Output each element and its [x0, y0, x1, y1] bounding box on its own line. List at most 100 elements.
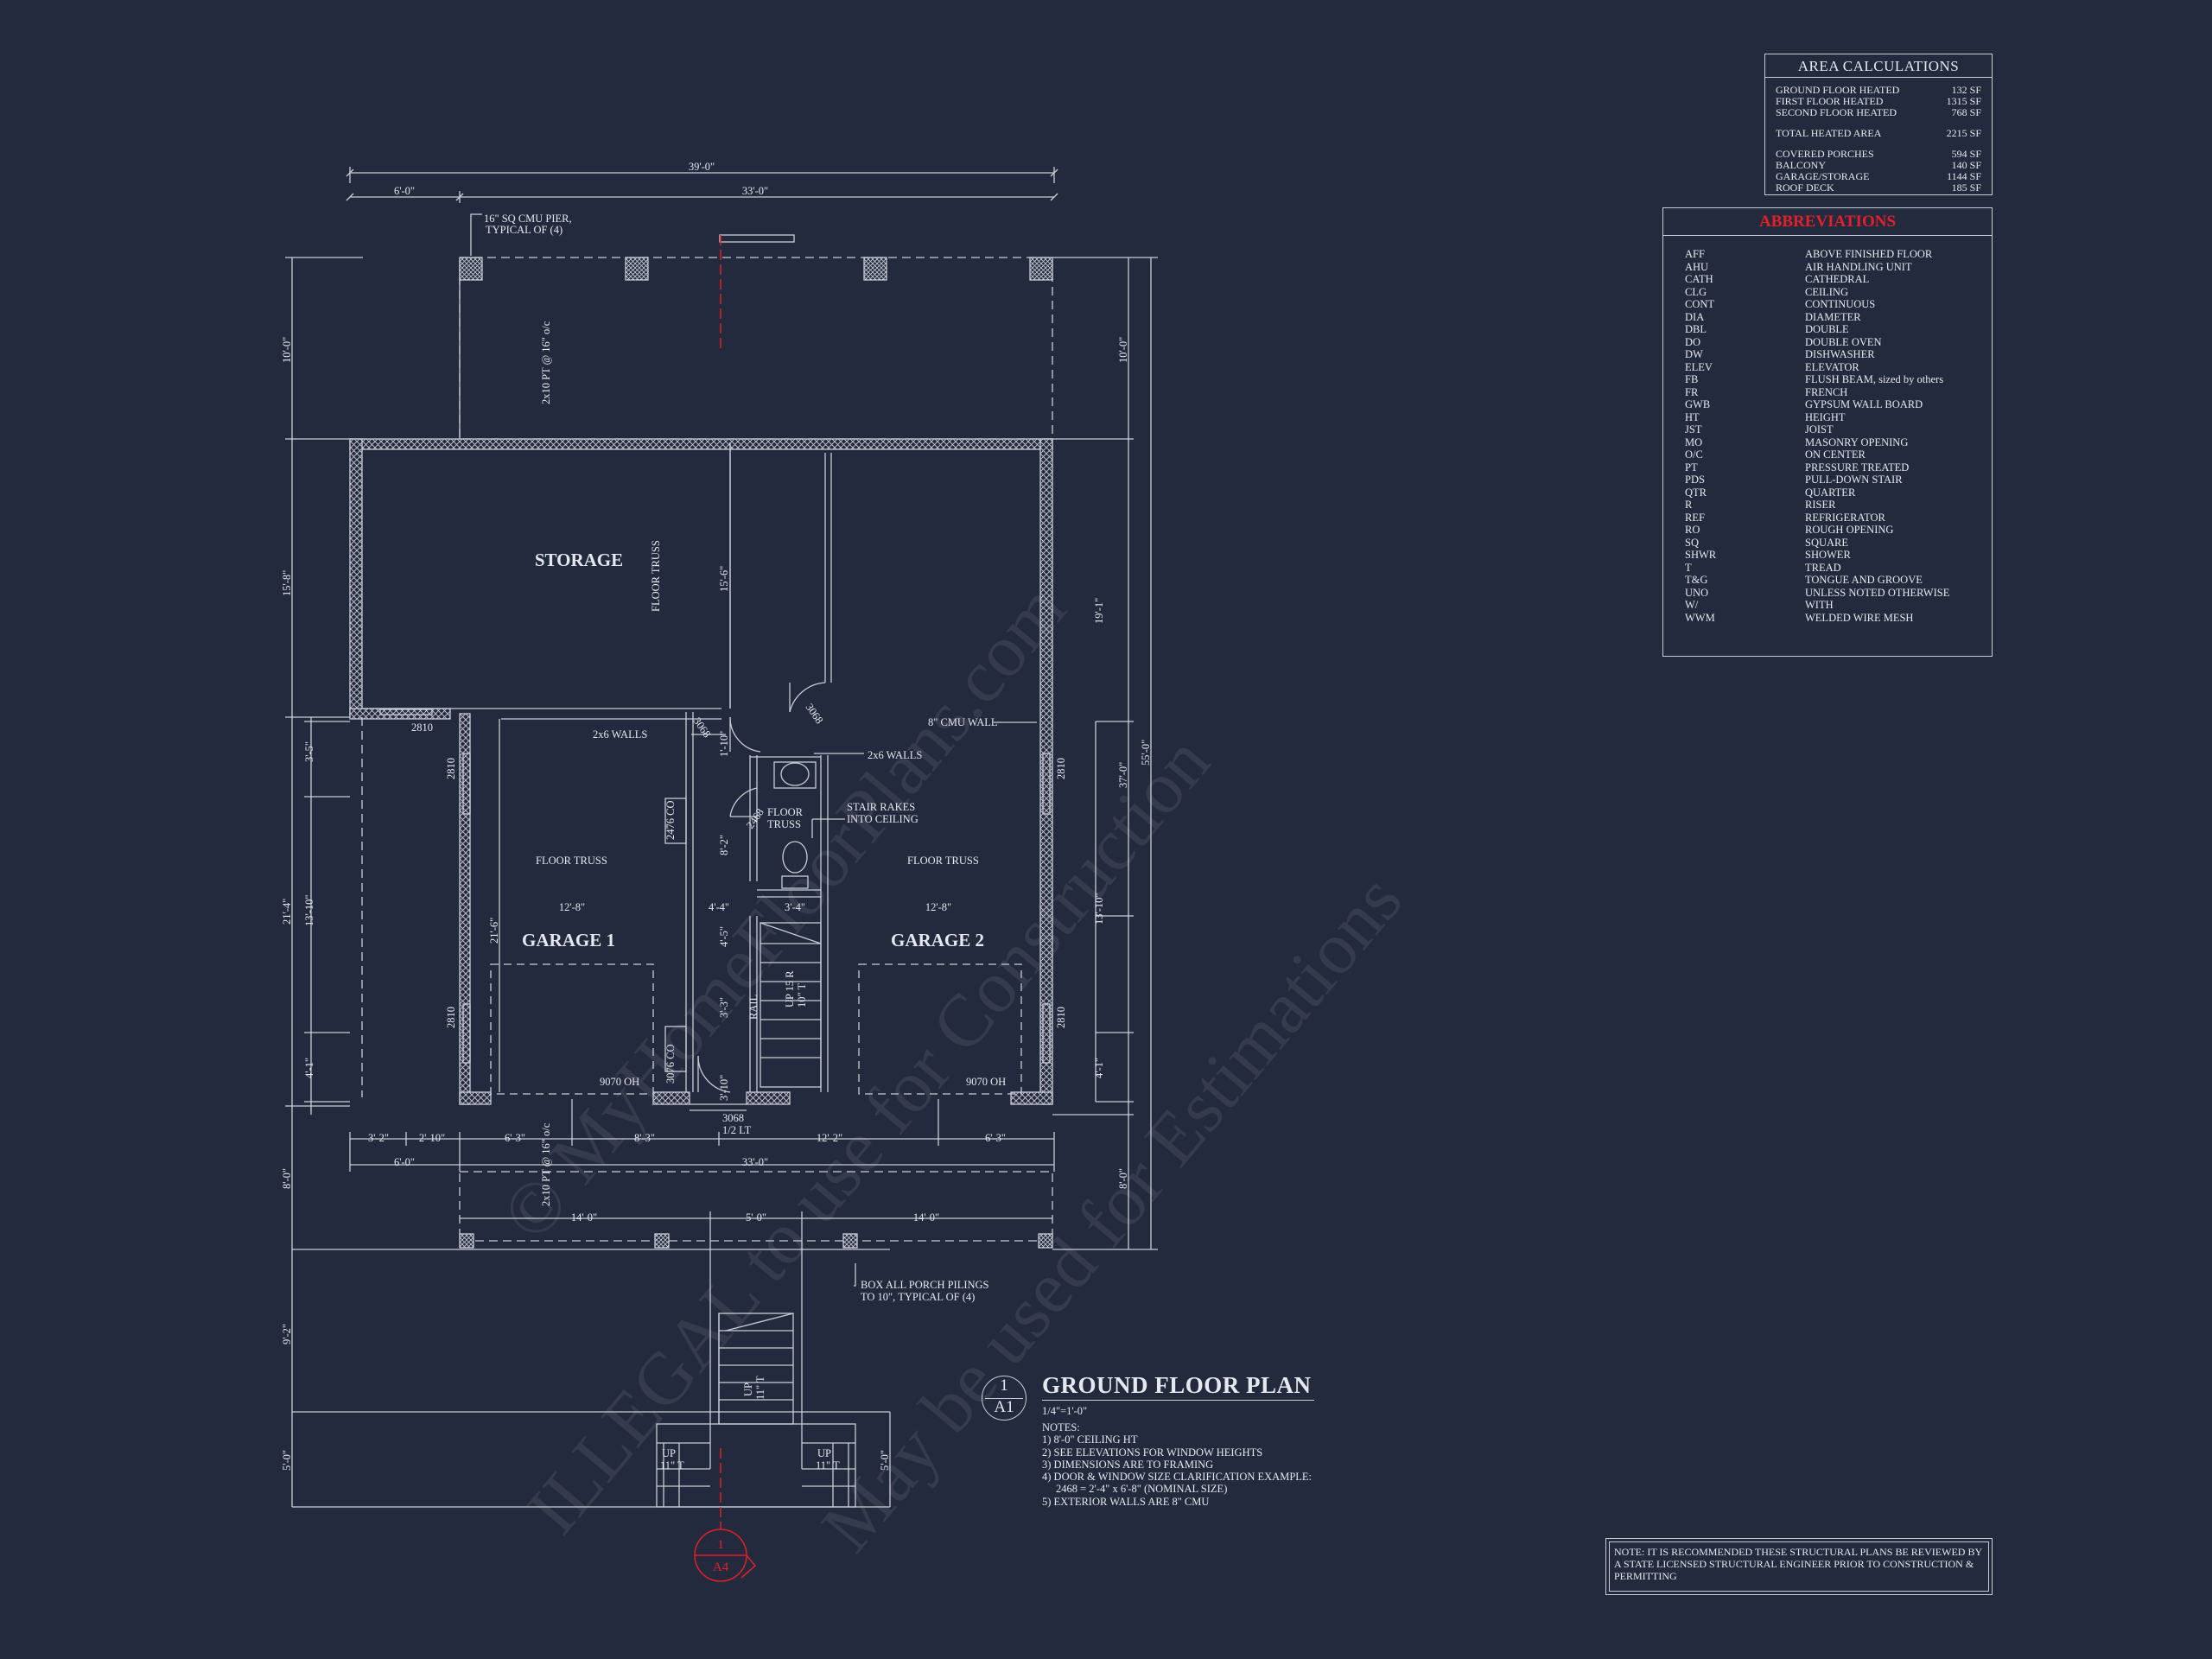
landing-up-right: UP — [817, 1447, 831, 1459]
stair-rakes-line2: INTO CEILING — [847, 813, 918, 825]
area-value: 1144 SF — [1947, 170, 1981, 182]
abbreviation-code: DO — [1685, 335, 1701, 348]
area-label: FIRST FLOOR HEATED — [1776, 95, 1884, 107]
dim-bath-1: 1'-10" — [718, 731, 730, 757]
abbreviation-code: WWM — [1685, 611, 1715, 624]
abbreviation-meaning: UNLESS NOTED OTHERWISE — [1805, 586, 1950, 599]
joist-label-bottom: 2x10 PT @ 16" o/c — [540, 1122, 552, 1206]
joist-label-top: 2x10 PT @ 16" o/c — [540, 321, 552, 404]
area-value: 1315 SF — [1946, 95, 1981, 107]
abbreviation-meaning: ABOVE FINISHED FLOOR — [1805, 248, 1933, 260]
area-label: GARAGE/STORAGE — [1776, 170, 1870, 182]
abbreviation-meaning: PULL-DOWN STAIR — [1805, 474, 1903, 486]
note-item: 4) DOOR & WINDOW SIZE CLARIFICATION EXAM… — [1042, 1471, 1313, 1484]
entry-door-tag-2: 1/2 LT — [722, 1124, 752, 1136]
abbreviation-code: AHU — [1685, 260, 1709, 273]
abbreviation-code: SHWR — [1685, 549, 1717, 561]
closet-2476-label: 2476 CO — [664, 801, 677, 841]
floor-truss-vertical-label: FLOOR TRUSS — [650, 540, 662, 612]
drawing-scale: 1/4"=1'-0" — [1042, 1405, 1088, 1417]
drawing-title: GROUND FLOOR PLAN — [1042, 1372, 1314, 1401]
abbreviation-meaning: GYPSUM WALL BOARD — [1805, 398, 1923, 410]
dim-stair-width: 3'-4" — [785, 901, 805, 913]
dim-right-inner-2: 13'-10" — [1093, 893, 1105, 925]
window-2810-top: 2810 — [411, 721, 433, 734]
oh-door-right: 9070 OH — [966, 1076, 1006, 1088]
note-item: 3) DIMENSIONS ARE TO FRAMING — [1042, 1458, 1214, 1471]
stair-tread-label: 10" T — [796, 982, 808, 1007]
dim-bot-3: 6'-3" — [505, 1132, 525, 1144]
dim-right-inner-3: 4'-1" — [1093, 1058, 1105, 1078]
notes-heading: NOTES: — [1042, 1421, 1080, 1433]
dim-right-landing: 5'-0" — [879, 1450, 891, 1471]
abbreviation-code: DIA — [1685, 310, 1705, 323]
dim-right-porch: 8'-0" — [1117, 1168, 1129, 1189]
abbreviation-meaning: REFRIGERATOR — [1805, 511, 1885, 524]
floor-truss-bath-2: TRUSS — [767, 818, 801, 830]
abbreviation-meaning: JOIST — [1805, 423, 1834, 435]
dim-left-stair: 9'-2" — [281, 1324, 293, 1344]
walls-2x6-left: 2x6 WALLS — [593, 728, 647, 741]
pier-note-line2: TYPICAL OF (4) — [486, 224, 563, 236]
dim-left-porch: 8'-0" — [281, 1168, 293, 1189]
structural-note: NOTE: IT IS RECOMMENDED THESE STRUCTURAL… — [1605, 1538, 1993, 1595]
abbreviation-row: AFF ABOVE FINISHED FLOOR — [1663, 248, 1992, 261]
dim-right-garage: 37'-0" — [1117, 762, 1129, 788]
dim-garage2-width: 12'-8" — [925, 901, 951, 913]
room-garage2-label: GARAGE 2 — [891, 930, 984, 950]
abbreviation-meaning: AIR HANDLING UNIT — [1805, 260, 1912, 273]
abbreviation-code: DBL — [1685, 323, 1707, 335]
dim-bot-6: 6'-3" — [985, 1132, 1006, 1144]
floor-truss-bath-1: FLOOR — [767, 806, 804, 818]
abbreviations-title: ABBREVIATIONS — [1663, 208, 1992, 236]
abbreviation-meaning: CONTINUOUS — [1805, 298, 1876, 310]
stair-rakes-line1: STAIR RAKES — [847, 801, 915, 813]
abbreviation-code: QTR — [1685, 486, 1707, 499]
room-storage-label: STORAGE — [535, 550, 623, 570]
abbreviation-code: FB — [1685, 373, 1699, 385]
dim-garage1-depth: 21'-6" — [488, 918, 500, 944]
abbreviation-meaning: SQUARE — [1805, 536, 1849, 549]
abbreviation-meaning: SHOWER — [1805, 549, 1851, 561]
window-2810-right-2: 2810 — [1055, 1007, 1067, 1028]
floor-truss-left: FLOOR TRUSS — [536, 855, 607, 867]
landing-tread-left: 11" T — [660, 1459, 684, 1471]
area-label: TOTAL HEATED AREA — [1776, 127, 1882, 139]
area-row: FIRST FLOOR HEATED 1315 SF — [1776, 96, 1981, 107]
dim-garage1-width: 12'-8" — [559, 901, 585, 913]
dim-left-garage: 21'-4" — [281, 899, 293, 925]
room-garage1-label: GARAGE 1 — [522, 930, 615, 950]
abbreviation-row: AHU AIR HANDLING UNIT — [1663, 261, 1992, 274]
dim-porch-2: 5'-0" — [746, 1211, 766, 1224]
dim-bot-2: 2'-10" — [419, 1132, 445, 1144]
dim-porch-1: 14'-0" — [571, 1211, 597, 1224]
abbreviation-meaning: DISHWASHER — [1805, 348, 1875, 360]
abbreviation-meaning: CEILING — [1805, 285, 1848, 298]
area-label: COVERED PORCHES — [1776, 148, 1874, 160]
abbreviation-code: AFF — [1685, 248, 1705, 260]
abbreviation-meaning: FRENCH — [1805, 385, 1848, 398]
dim-bot2-right: 33'-0" — [742, 1156, 768, 1168]
note-item: 2) SEE ELEVATIONS FOR WINDOW HEIGHTS — [1042, 1446, 1263, 1459]
abbreviation-meaning: PRESSURE TREATED — [1805, 461, 1910, 474]
abbreviation-code: RO — [1685, 524, 1700, 536]
landing-up-left: UP — [662, 1447, 676, 1459]
dim-left-inner-2: 13'-10" — [303, 894, 315, 926]
